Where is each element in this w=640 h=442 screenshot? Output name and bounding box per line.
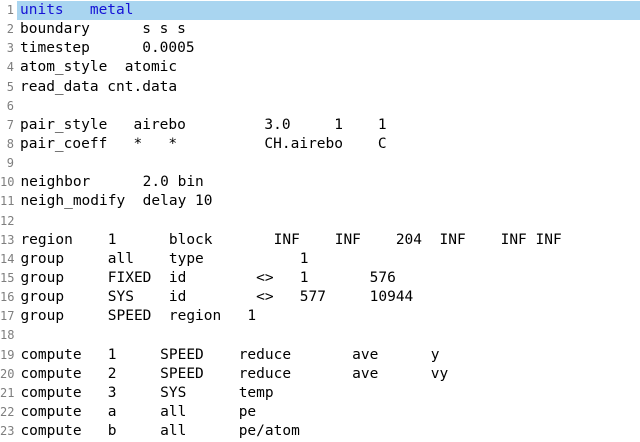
line-number: 16 — [0, 290, 15, 305]
line-number: 21 — [0, 385, 15, 400]
line-number: 13 — [0, 232, 15, 247]
code-line[interactable]: 13 region 1 block INF INF 204 INF INF INF — [0, 231, 640, 250]
code-text[interactable]: neigh_modify delay 10 — [20, 193, 213, 210]
code-text[interactable]: compute 1 SPEED reduce ave y — [20, 346, 440, 363]
code-text[interactable]: pair_style airebo 3.0 1 1 — [20, 116, 387, 133]
code-line[interactable]: 16 group SYS id <> 577 10944 — [0, 288, 640, 307]
line-number: 14 — [0, 251, 15, 266]
code-text[interactable]: compute b all pe/atom — [20, 423, 300, 440]
code-line[interactable]: 7 pair_style airebo 3.0 1 1 — [0, 116, 640, 135]
line-number: 20 — [0, 366, 15, 381]
line-number: 11 — [0, 194, 15, 209]
line-number: 8 — [6, 136, 14, 151]
line-number: 9 — [6, 156, 14, 171]
code-text[interactable]: boundary s s s — [20, 21, 186, 38]
code-text[interactable]: atom_style atomic — [20, 59, 178, 76]
line-number: 4 — [6, 60, 14, 75]
code-line[interactable]: 5 read_data cnt.data — [0, 78, 640, 97]
line-number: 15 — [0, 270, 15, 285]
line-number: 22 — [0, 404, 15, 419]
code-text[interactable]: region 1 block INF INF 204 INF INF INF — [20, 231, 562, 248]
code-text[interactable]: group all type 1 — [20, 250, 309, 267]
line-number: 10 — [0, 175, 15, 190]
line-number: 12 — [0, 213, 15, 228]
line-number: 19 — [0, 347, 15, 362]
code-text[interactable]: group FIXED id <> 1 576 — [20, 269, 396, 286]
line-number: 17 — [0, 309, 15, 324]
code-text[interactable]: timestep 0.0005 — [20, 40, 195, 57]
code-line[interactable]: 3 timestep 0.0005 — [0, 39, 640, 58]
code-line[interactable]: 12 — [0, 212, 640, 231]
code-text[interactable]: compute 2 SPEED reduce ave vy — [20, 365, 449, 382]
code-line[interactable]: 11 neigh_modify delay 10 — [0, 192, 640, 211]
code-text[interactable]: read_data cnt.data — [20, 78, 178, 95]
code-text[interactable]: compute a all pe — [20, 403, 257, 420]
code-line[interactable]: 20 compute 2 SPEED reduce ave vy — [0, 365, 640, 384]
code-text[interactable]: pair_coeff * * CH.airebo C — [20, 135, 387, 152]
code-line[interactable]: 2 boundary s s s — [0, 20, 640, 39]
code-text[interactable]: group SYS id <> 577 10944 — [20, 289, 414, 306]
code-line[interactable]: 4 atom_style atomic — [0, 58, 640, 77]
code-line[interactable]: 14 group all type 1 — [0, 250, 640, 269]
code-line[interactable]: 17 group SPEED region 1 — [0, 307, 640, 326]
code-text-selected[interactable]: units metal — [17, 1, 640, 21]
code-line[interactable]: 6 — [0, 97, 640, 116]
line-number: 5 — [6, 79, 14, 94]
line-number: 18 — [0, 328, 15, 343]
line-number: 2 — [6, 22, 14, 37]
code-line[interactable]: 18 — [0, 326, 640, 345]
code-line[interactable]: 19 compute 1 SPEED reduce ave y — [0, 346, 640, 365]
code-text[interactable]: neighbor 2.0 bin — [20, 174, 204, 191]
line-number: 23 — [0, 424, 15, 439]
line-number: 6 — [6, 98, 14, 113]
line-number: 3 — [6, 41, 14, 56]
code-line[interactable]: 10 neighbor 2.0 bin — [0, 173, 640, 192]
code-text[interactable]: group SPEED region 1 — [20, 308, 257, 325]
code-line[interactable]: 15 group FIXED id <> 1 576 — [0, 269, 640, 288]
line-number: 7 — [6, 117, 14, 132]
line-number: 1 — [6, 3, 14, 17]
code-line[interactable]: 21 compute 3 SYS temp — [0, 384, 640, 403]
code-line[interactable]: 23 compute b all pe/atom — [0, 422, 640, 441]
code-line[interactable]: 22 compute a all pe — [0, 403, 640, 422]
code-line[interactable]: 8 pair_coeff * * CH.airebo C — [0, 135, 640, 154]
code-text[interactable]: compute 3 SYS temp — [20, 384, 274, 401]
code-line[interactable]: 9 — [0, 154, 640, 173]
